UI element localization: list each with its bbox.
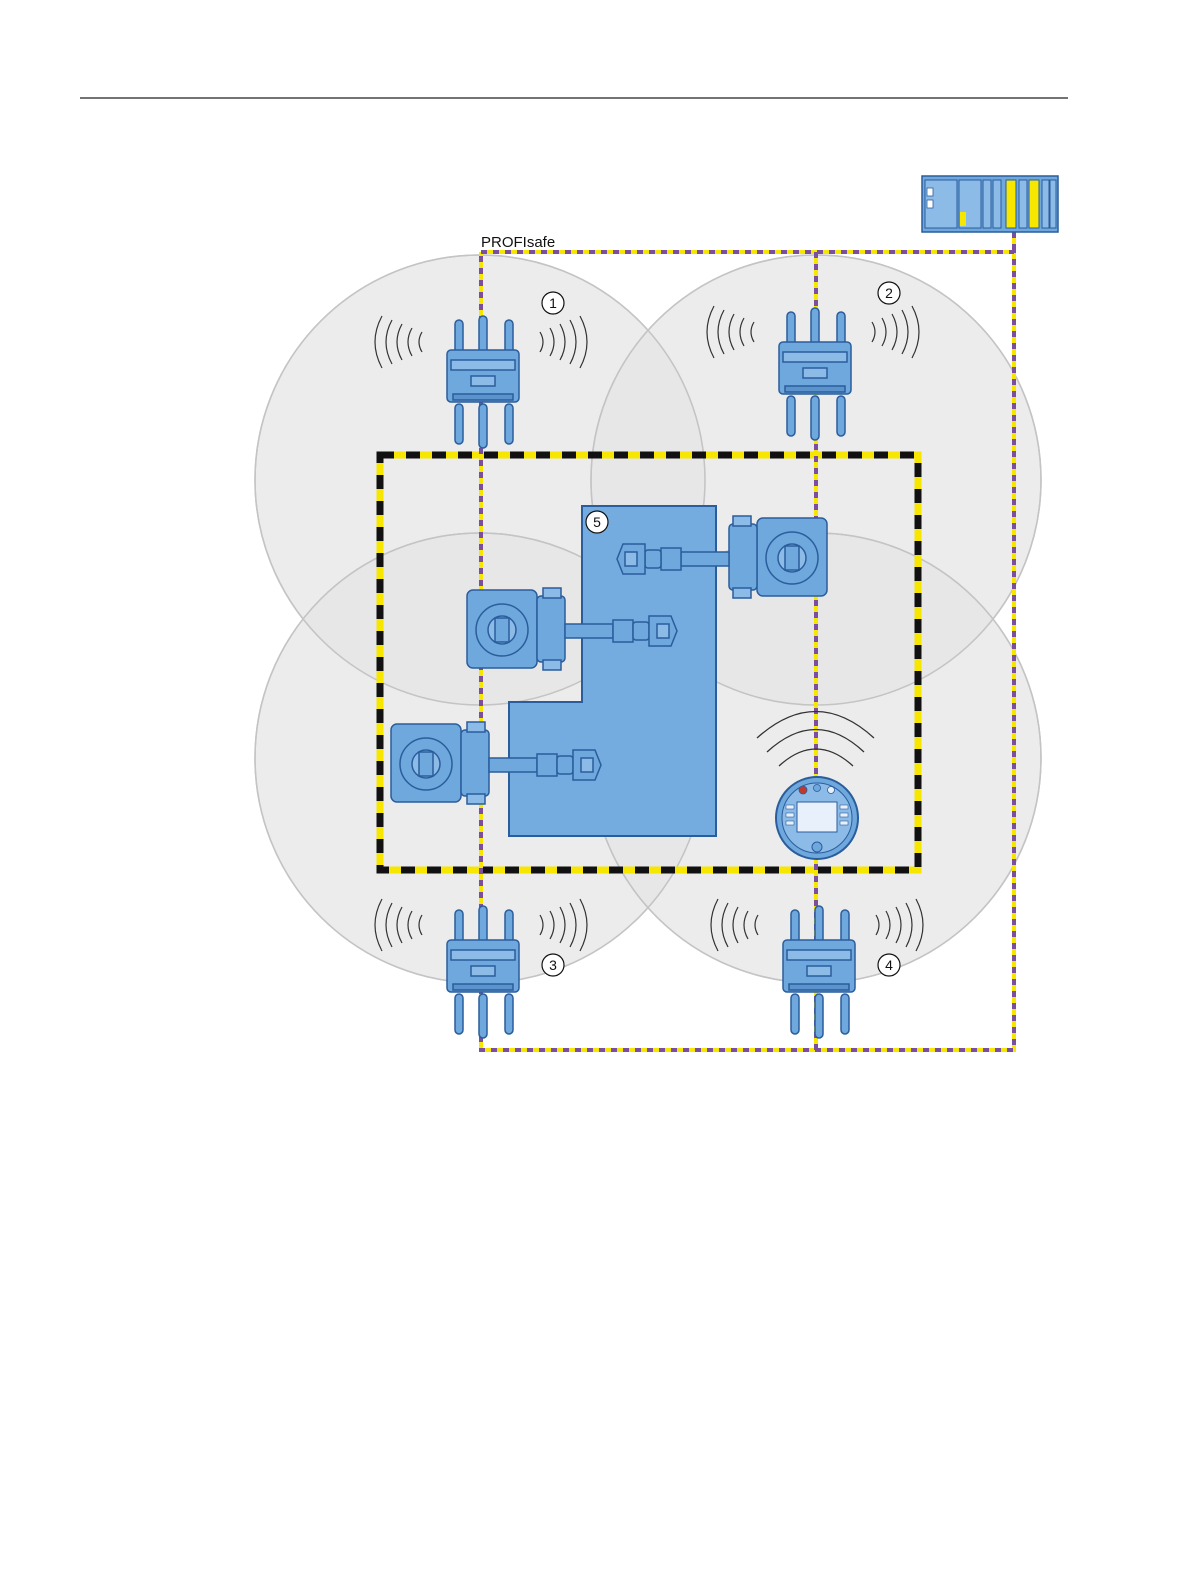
svg-text:5: 5 [593, 514, 601, 530]
access-point-icon [779, 308, 851, 440]
callout-1: 1 [542, 292, 564, 314]
access-point-icon [447, 316, 519, 448]
svg-text:1: 1 [549, 295, 557, 311]
callout-5: 5 [586, 511, 608, 533]
profisafe-label: PROFIsafe [481, 234, 555, 251]
access-point-icon [447, 906, 519, 1038]
hmi-panel-icon [776, 777, 858, 859]
svg-text:2: 2 [885, 285, 893, 301]
access-point-icon [783, 906, 855, 1038]
callout-2: 2 [878, 282, 900, 304]
callout-3: 3 [542, 954, 564, 976]
controller-rack-icon [922, 176, 1058, 232]
callout-4: 4 [878, 954, 900, 976]
svg-text:4: 4 [885, 957, 893, 973]
svg-text:3: 3 [549, 957, 557, 973]
